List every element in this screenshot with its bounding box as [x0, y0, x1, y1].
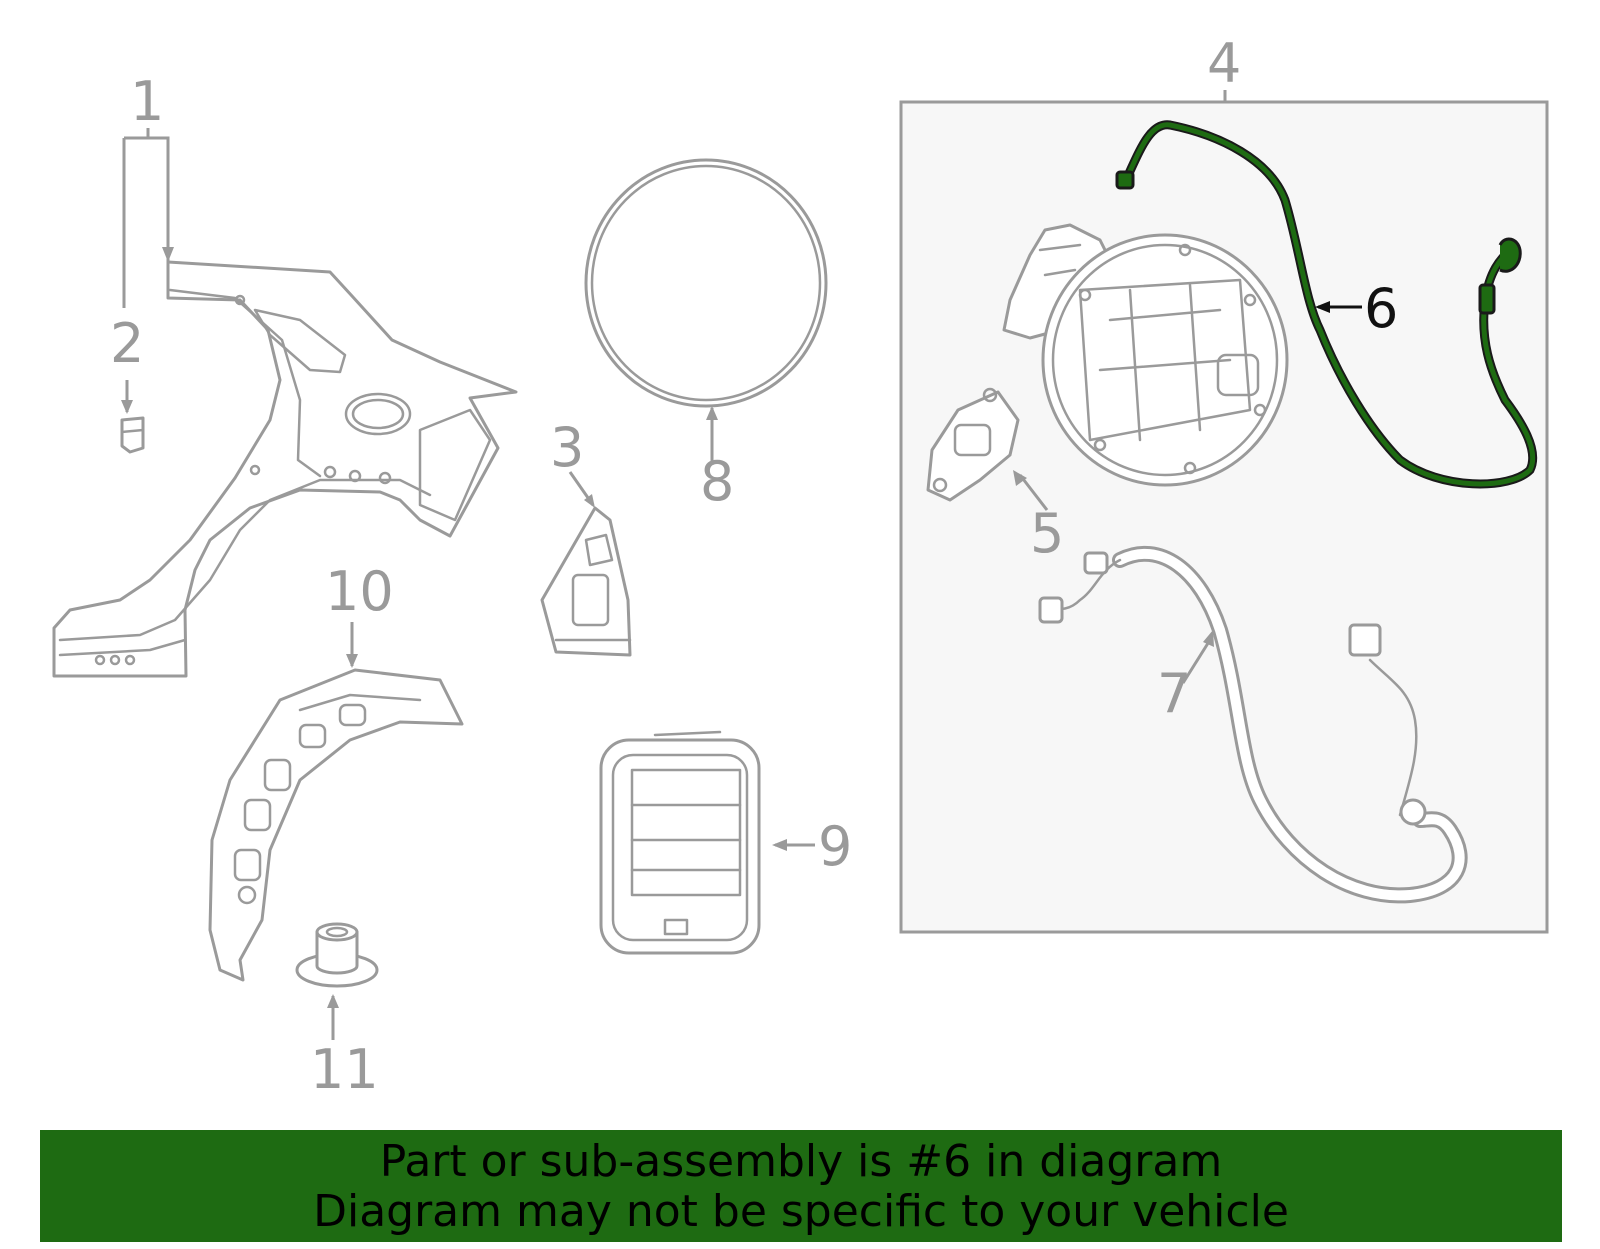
callout-1: 1: [130, 70, 164, 133]
callout-4: 4: [1207, 32, 1241, 95]
assembly-4-group-box: [899, 100, 1549, 934]
leader-lines: [121, 90, 1362, 1040]
callout-8: 8: [700, 450, 734, 513]
callout-10: 10: [325, 560, 394, 623]
callout-7: 7: [1157, 662, 1191, 725]
info-banner: Part or sub-assembly is #6 in diagram Di…: [40, 1130, 1562, 1242]
callout-labels: 1 2 3 4 5 6 7 8 9 10 11: [110, 32, 1398, 1101]
callout-11: 11: [310, 1038, 379, 1101]
part-8-fuel-door[interactable]: [584, 158, 828, 408]
callout-3: 3: [550, 416, 584, 479]
callout-2: 2: [110, 312, 144, 375]
part-5-actuator[interactable]: [926, 387, 1020, 502]
part-7-harness[interactable]: [1038, 545, 1468, 904]
banner-line-1: Part or sub-assembly is #6 in diagram: [379, 1136, 1223, 1187]
part-9-fuel-door-housing[interactable]: [599, 730, 761, 955]
part-11-grommet[interactable]: [295, 922, 379, 988]
part-2-clip[interactable]: [120, 416, 145, 454]
part-6-release-cable[interactable]: [1115, 120, 1538, 489]
banner-line-2: Diagram may not be specific to your vehi…: [313, 1186, 1289, 1237]
part-3-bracket[interactable]: [540, 506, 632, 657]
callout-9: 9: [818, 815, 852, 878]
part-1-quarter-panel[interactable]: [52, 260, 518, 678]
fuel-filler-door-assembly[interactable]: [1002, 223, 1289, 487]
callout-5: 5: [1030, 502, 1064, 565]
part-10-wheel-liner[interactable]: [208, 668, 464, 982]
callout-6: 6: [1364, 277, 1398, 340]
